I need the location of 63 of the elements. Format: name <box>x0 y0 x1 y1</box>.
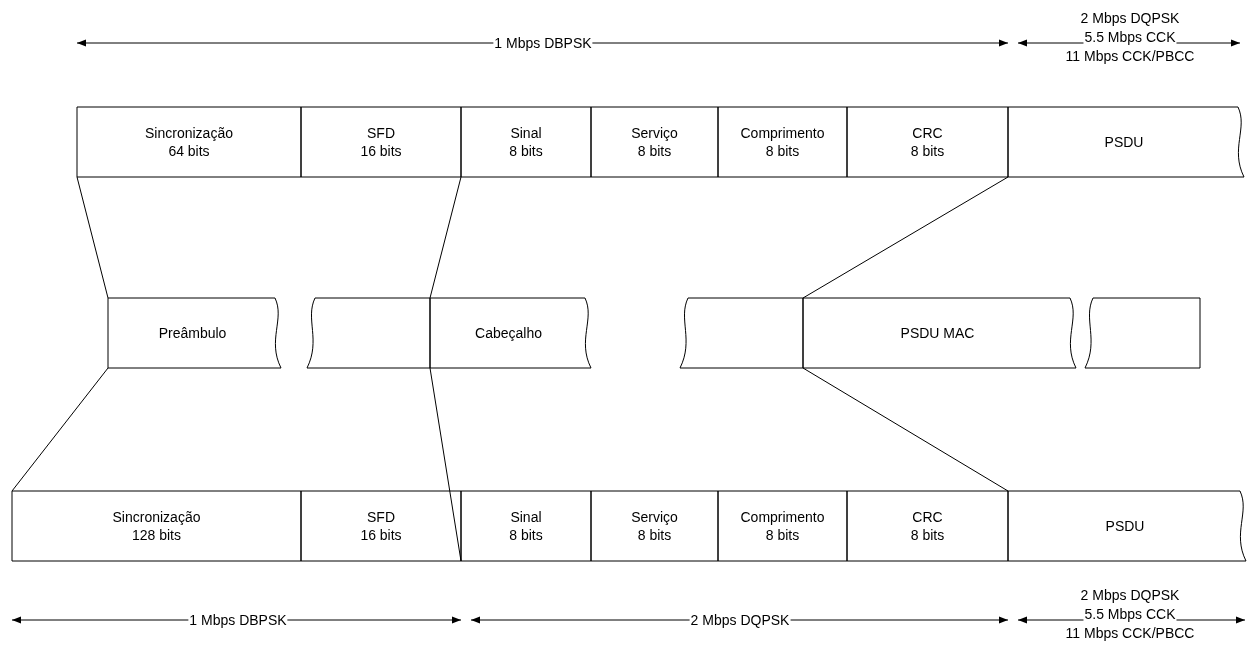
packet-field <box>430 298 595 368</box>
packet-field-gap <box>1083 298 1200 368</box>
packet-field-gap <box>678 298 803 368</box>
rate-label: 2 Mbps DQPSK <box>689 611 791 629</box>
field-name: Sinal <box>510 124 542 142</box>
packet-field <box>461 491 591 561</box>
rate-label: 5.5 Mbps CCK <box>1083 28 1177 46</box>
rate-label: 1 Mbps DBPSK <box>493 34 593 52</box>
rate-label: 2 Mbps DQPSK <box>1079 9 1181 27</box>
field-size: 8 bits <box>910 526 945 544</box>
field-name: PSDU MAC <box>900 324 975 342</box>
rate-label: 1 Mbps DBPSK <box>188 611 288 629</box>
field-name: Comprimento <box>740 508 825 526</box>
field-size: 8 bits <box>765 526 800 544</box>
field-size: 8 bits <box>765 142 800 160</box>
packet-field <box>301 491 461 561</box>
rate-label: 2 Mbps DQPSK <box>1079 586 1181 604</box>
packet-field-gap <box>305 298 430 368</box>
field-size: 8 bits <box>910 142 945 160</box>
packet-field <box>108 298 285 368</box>
field-name: CRC <box>912 508 943 526</box>
packet-field <box>847 107 1008 177</box>
packet-field <box>12 491 301 561</box>
field-name: Comprimento <box>740 124 825 142</box>
packet-field <box>847 491 1008 561</box>
packet-field <box>803 298 1080 368</box>
field-name: Serviço <box>631 508 678 526</box>
field-name: Sincronização <box>112 508 201 526</box>
field-size: 64 bits <box>168 142 210 160</box>
packet-field <box>591 491 718 561</box>
rate-label: 11 Mbps CCK/PBCC <box>1064 47 1196 65</box>
packet-field <box>591 107 718 177</box>
packet-field <box>301 107 461 177</box>
field-name: SFD <box>367 508 395 526</box>
field-name: CRC <box>912 124 943 142</box>
field-size: 16 bits <box>360 142 402 160</box>
rate-label: 11 Mbps CCK/PBCC <box>1064 624 1196 642</box>
packet-field <box>718 491 847 561</box>
packet-field <box>1008 491 1250 561</box>
field-name: Cabeçalho <box>475 324 542 342</box>
field-name: Preâmbulo <box>158 324 227 342</box>
packet-field <box>461 107 591 177</box>
expansion-line <box>76 176 109 299</box>
rate-label: 5.5 Mbps CCK <box>1083 605 1177 623</box>
expansion-line <box>802 176 1009 299</box>
packet-field <box>77 107 301 177</box>
field-name: Serviço <box>631 124 678 142</box>
packet-field <box>718 107 847 177</box>
field-size: 8 bits <box>637 142 672 160</box>
expansion-line <box>802 367 1009 492</box>
field-name: Sincronização <box>145 124 233 142</box>
field-name: PSDU <box>1104 133 1144 151</box>
expansion-line <box>429 176 462 299</box>
field-size: 8 bits <box>509 142 543 160</box>
field-name: SFD <box>367 124 395 142</box>
packet-field <box>1008 107 1248 177</box>
field-size: 128 bits <box>131 526 181 544</box>
field-size: 8 bits <box>509 526 543 544</box>
field-name: PSDU <box>1105 517 1145 535</box>
field-size: 8 bits <box>637 526 672 544</box>
field-name: Sinal <box>510 508 542 526</box>
expansion-line <box>11 367 109 492</box>
field-size: 16 bits <box>360 526 402 544</box>
